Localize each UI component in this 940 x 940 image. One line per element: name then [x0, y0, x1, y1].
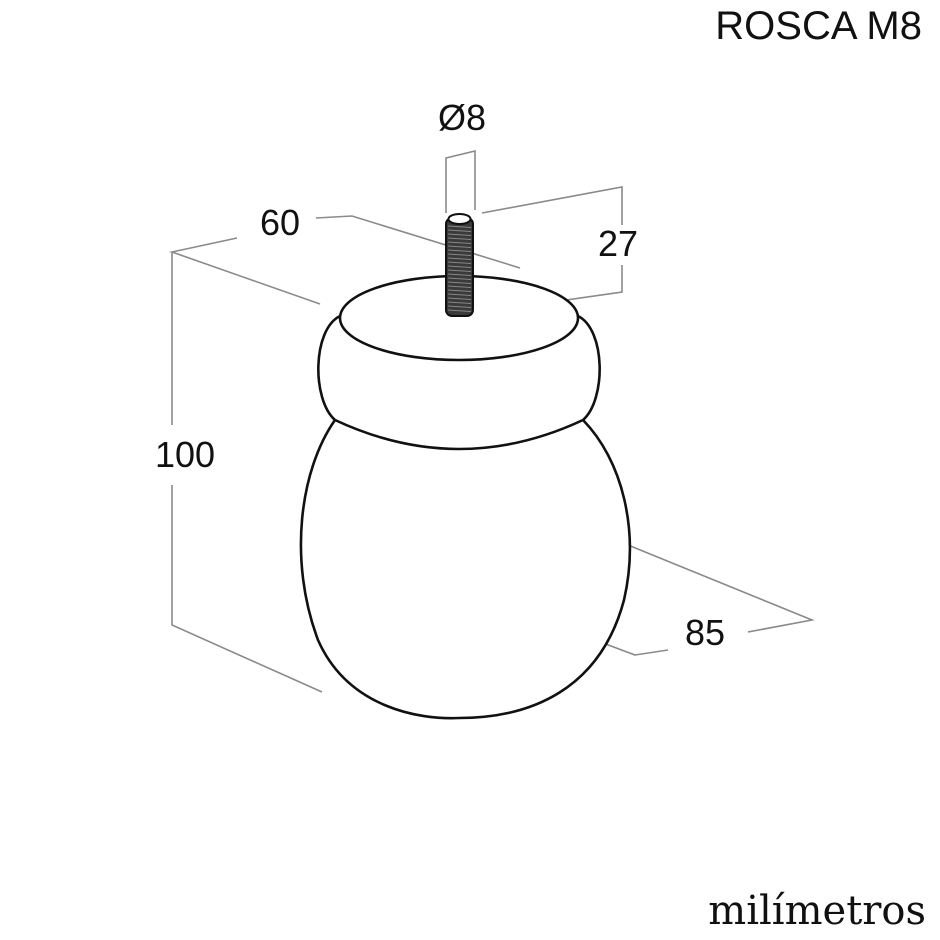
furniture-leg — [299, 213, 632, 720]
title: ROSCA M8 — [715, 4, 922, 48]
diameter-label: Ø8 — [438, 97, 486, 138]
height-label: 100 — [155, 434, 215, 475]
diameter-dimension-line — [445, 149, 476, 213]
units-label: milímetros — [708, 888, 926, 934]
body-width-label: 85 — [685, 612, 725, 653]
top-width-label: 60 — [260, 202, 300, 243]
height-dimension-line — [171, 252, 323, 693]
threaded-bolt — [445, 213, 474, 317]
thread-length-label: 27 — [598, 223, 638, 264]
leg-body — [299, 418, 632, 720]
